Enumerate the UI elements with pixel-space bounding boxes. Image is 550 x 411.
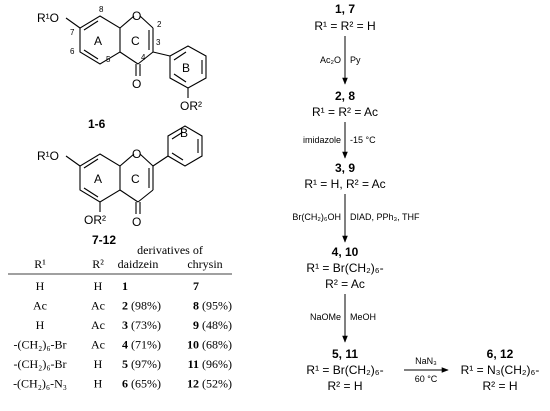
atom-number-8: 8	[99, 5, 104, 14]
step4-solvent: MeOH	[350, 312, 376, 322]
table-cell-r1: H	[36, 279, 45, 293]
table-header-r1: R¹	[34, 257, 46, 271]
table-cell-chrysin-number: 9	[193, 318, 199, 332]
table-cell-r2: H	[94, 279, 103, 293]
compound-4-10-r1: R¹ = Br(CH₂)₆-	[306, 261, 383, 275]
table-row: -(CH₂)₆-Br Ac 4(71%) 10(68%)	[13, 338, 232, 352]
flavone-ring-b-label: B	[180, 126, 188, 140]
table-cell-r1: -(CH₂)₆-N₃	[13, 377, 67, 391]
flavone-ring-oxygen: O	[132, 147, 141, 161]
flavone-ring-a-label: A	[94, 172, 102, 186]
flavone-carbonyl-oxygen: O	[132, 215, 141, 229]
table-cell-r1: Ac	[33, 299, 47, 313]
table-cell-daidzein-number: 3	[122, 318, 128, 332]
table-cell-r1: -(CH₂)₆-Br	[13, 338, 66, 352]
compound-label-3-9: 3, 9	[335, 161, 355, 175]
table-cell-r2: Ac	[91, 338, 105, 352]
isoflavone-or2-label: OR²	[180, 99, 202, 113]
atom-number-5: 5	[106, 55, 111, 64]
compound-label-2-8: 2, 8	[335, 89, 355, 103]
step2-condition: -15 °C	[350, 135, 376, 145]
table-cell-chrysin-yield: (48%)	[202, 318, 232, 332]
table-cell-chrysin-number: 7	[193, 279, 199, 293]
table-cell-r2: Ac	[91, 318, 105, 332]
table-row: H H 1 7	[36, 279, 199, 293]
table-cell-chrysin-yield: (95%)	[202, 299, 232, 313]
table-group-header: derivatives of	[137, 243, 203, 257]
flavone-r1o-label: R¹O	[37, 149, 59, 163]
table-header-chrysin: chrysin	[187, 257, 222, 271]
table-cell-chrysin-yield: (96%)	[202, 357, 232, 371]
isoflavone-ring-c-label: C	[131, 34, 140, 48]
compound-label-7-12: 7-12	[92, 233, 116, 247]
compound-5-11-r2: R² = H	[327, 379, 362, 393]
table-cell-chrysin-number: 8	[193, 299, 199, 313]
atom-number-3: 3	[156, 38, 161, 47]
table-row: -(CH₂)₆-Br H 5(97%) 11(96%)	[13, 357, 232, 371]
atom-number-2: 2	[157, 20, 162, 29]
table-cell-daidzein-number: 5	[122, 357, 128, 371]
table-cell-r2: Ac	[91, 299, 105, 313]
compound-6-12-r1: R¹ = N₃(CH₂)₆-	[461, 363, 540, 377]
synthesis-sequence: 1, 7 R¹ = R² = H Ac₂O Py 2, 8 R¹ = R² = …	[292, 2, 539, 393]
table-cell-r2: H	[94, 377, 103, 391]
isoflavone-r1o-label: R¹O	[37, 11, 59, 25]
compound-1-7-substituents: R¹ = R² = H	[314, 19, 375, 33]
atom-number-7: 7	[70, 28, 75, 37]
compound-5-11-r1: R¹ = Br(CH₂)₆-	[306, 363, 383, 377]
step2-reagent: imidazole	[303, 135, 341, 145]
table-cell-daidzein-number: 6	[122, 377, 128, 391]
table-cell-daidzein-yield: (65%)	[131, 377, 161, 391]
table-cell-chrysin-yield: (52%)	[202, 377, 232, 391]
isoflavone-ring-oxygen: O	[132, 9, 141, 23]
step1-reagent: Ac₂O	[320, 55, 341, 65]
flavone-ring-c-label: C	[131, 172, 140, 186]
table-row: H Ac 3(73%) 9(48%)	[36, 318, 232, 332]
table-header-r2: R²	[92, 257, 104, 271]
table-row: Ac Ac 2(98%) 8(95%)	[33, 299, 232, 313]
step5-condition: 60 °C	[415, 374, 438, 384]
table-cell-daidzein-number: 2	[122, 299, 128, 313]
table-cell-chrysin-number: 10	[187, 338, 199, 352]
table-header-daidzein: daidzein	[118, 257, 159, 271]
table-cell-chrysin-number: 11	[188, 357, 199, 371]
step5-reagent: NaN₃	[415, 356, 437, 366]
compound-label-4-10: 4, 10	[332, 245, 359, 259]
step4-reagent: NaOMe	[310, 312, 341, 322]
table-cell-daidzein-yield: (71%)	[131, 338, 161, 352]
compound-2-8-substituents: R¹ = R² = Ac	[312, 105, 378, 119]
atom-number-4: 4	[141, 53, 146, 62]
flavone-structure	[65, 125, 203, 214]
table-cell-r1: H	[36, 318, 45, 332]
atom-number-6: 6	[70, 47, 75, 56]
step3-conditions: DIAD, PPh₃, THF	[350, 212, 420, 222]
table-cell-r2: H	[94, 357, 103, 371]
compound-label-1-6: 1-6	[88, 117, 106, 131]
step1-solvent: Py	[350, 55, 361, 65]
compound-label-5-11: 5, 11	[332, 347, 358, 361]
compound-3-9-substituents: R¹ = H, R² = Ac	[304, 177, 385, 191]
table-cell-daidzein-yield: (73%)	[131, 318, 161, 332]
table-cell-daidzein-yield: (98%)	[131, 299, 161, 313]
compound-6-12-r2: R² = H	[482, 379, 517, 393]
table-cell-chrysin-number: 12	[187, 377, 199, 391]
compound-label-1-7: 1, 7	[335, 2, 355, 16]
table-cell-daidzein-yield: (97%)	[131, 357, 161, 371]
step3-reagent: Br(CH₂)₆OH	[292, 212, 341, 222]
isoflavone-structure	[65, 15, 207, 98]
isoflavone-ring-b-label: B	[182, 61, 190, 75]
isoflavone-carbonyl-oxygen: O	[132, 77, 141, 91]
flavone-or2-label: OR²	[84, 213, 106, 227]
table-cell-daidzein-number: 1	[122, 279, 128, 293]
table-cell-r1: -(CH₂)₆-Br	[13, 357, 66, 371]
compound-4-10-r2: R² = Ac	[325, 277, 365, 291]
table-cell-chrysin-yield: (68%)	[202, 338, 232, 352]
table-cell-daidzein-number: 4	[122, 338, 128, 352]
isoflavone-ring-a-label: A	[94, 34, 102, 48]
table-row: -(CH₂)₆-N₃ H 6(65%) 12(52%)	[13, 377, 232, 391]
compound-label-6-12: 6, 12	[487, 347, 514, 361]
